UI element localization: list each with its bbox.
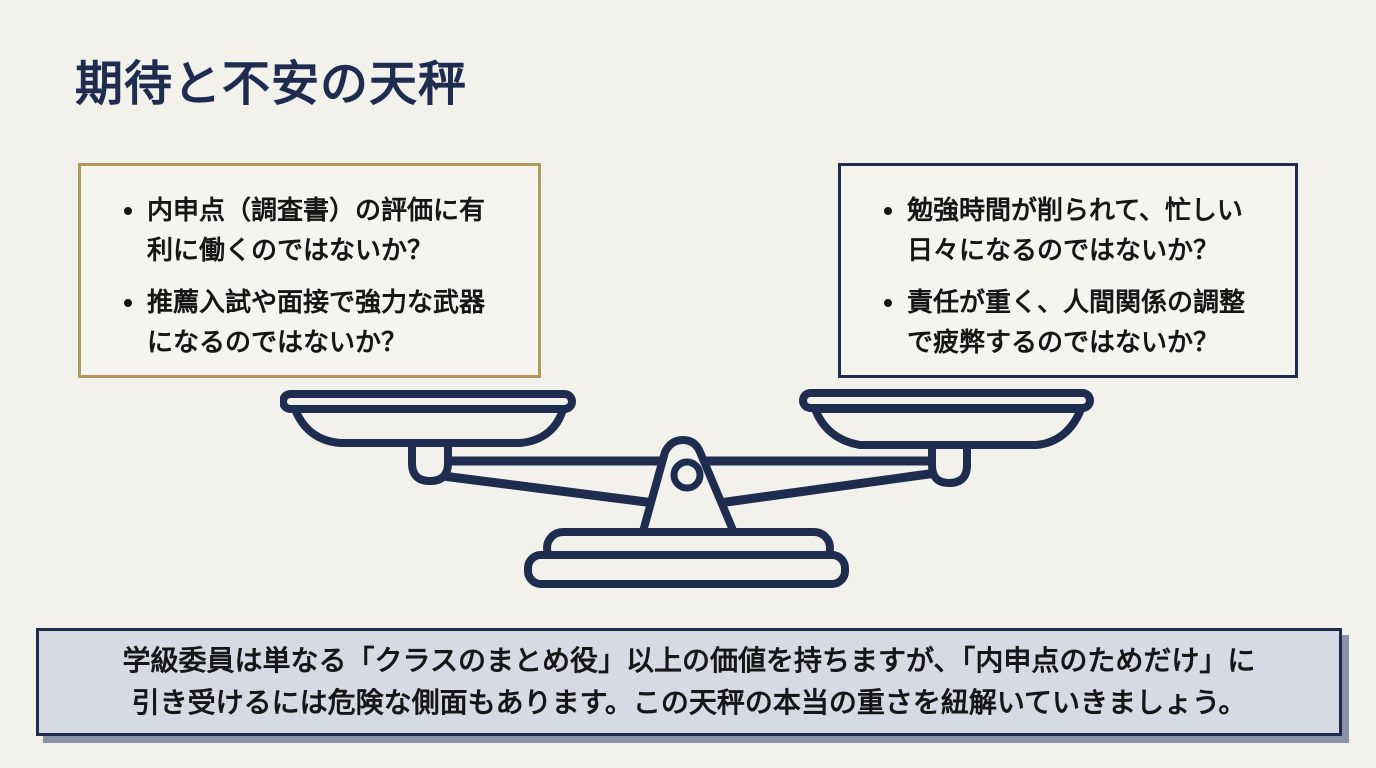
expectations-box: 内申点（調査書）の評価に有 利に働くのではないか？ 推薦入試や面接で強力な武器 … — [78, 163, 541, 378]
anxieties-box: 勉強時間が削られて、忙しい 日々になるのではないか？ 責任が重く、人間関係の調整… — [838, 163, 1298, 378]
balance-scale-icon — [280, 389, 1094, 588]
list-item: 責任が重く、人間関係の調整 で疲弊するのではないか？ — [907, 282, 1283, 362]
left-scale-pan — [280, 390, 576, 485]
right-scale-pan — [799, 389, 1094, 487]
summary-text: 学級委員は単なる「クラスのまとめ役」以上の価値を持ちますが、「内申点のためだけ」… — [122, 645, 1256, 718]
expectations-list: 内申点（調査書）の評価に有 利に働くのではないか？ 推薦入試や面接で強力な武器 … — [81, 166, 538, 362]
summary-banner: 学級委員は単なる「クラスのまとめ役」以上の価値を持ちますが、「内申点のためだけ」… — [36, 628, 1342, 736]
list-item: 勉強時間が削られて、忙しい 日々になるのではないか？ — [907, 190, 1283, 270]
page-title: 期待と不安の天秤 — [75, 58, 468, 111]
list-item: 内申点（調査書）の評価に有 利に働くのではないか？ — [147, 190, 526, 270]
list-item: 推薦入試や面接で強力な武器 になるのではないか？ — [147, 282, 526, 362]
scale-base — [524, 528, 849, 588]
anxieties-list: 勉強時間が削られて、忙しい 日々になるのではないか？ 責任が重く、人間関係の調整… — [841, 166, 1295, 362]
scale-post — [638, 436, 739, 539]
